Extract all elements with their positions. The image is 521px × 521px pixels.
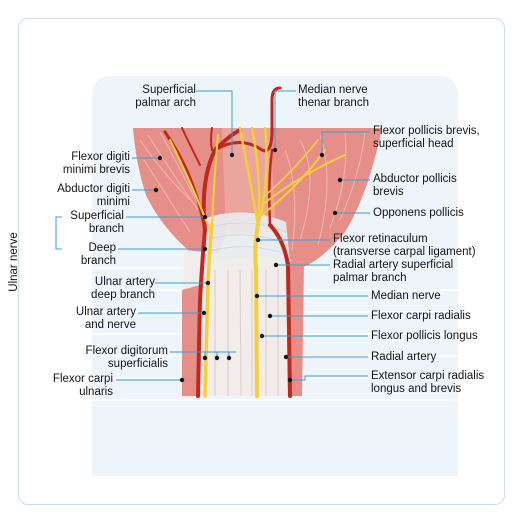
- label-ulnar-artery-deep: Ulnar artery deep branch: [91, 276, 155, 301]
- leader-lines: [55, 90, 370, 381]
- point-flexor-pollicis-longus: [259, 333, 265, 339]
- tendon-lines: [214, 269, 279, 397]
- point-ulnar-artery-deep: [205, 280, 211, 286]
- label-flexor-digitorum: Flexor digitorum superficialis: [85, 345, 168, 370]
- forearm: [182, 250, 304, 396]
- point-abductor-digiti-minimi: [153, 187, 159, 193]
- nerves: [169, 126, 346, 398]
- point-radial-artery: [283, 354, 289, 360]
- label-flexor-pollicis-longus: Flexor pollicis longus: [371, 330, 478, 342]
- label-superficial-palmar-arch: Superficial palmar arch: [135, 84, 196, 109]
- point-deep-branch: [202, 246, 208, 252]
- point-median-nerve-thenar: [272, 147, 278, 153]
- point-flexor-retinaculum: [255, 237, 261, 243]
- point-flexor-carpi-radialis: [267, 313, 273, 319]
- label-superficial-branch: Superficial branch: [70, 210, 124, 235]
- point-flexor-digitorum-2: [214, 355, 220, 361]
- label-ulnar-artery-nerve: Ulnar artery and nerve: [75, 306, 136, 331]
- label-points: [153, 147, 343, 383]
- point-median-nerve: [254, 293, 260, 299]
- point-flexor-digitorum-3: [226, 355, 232, 361]
- point-extensor-carpi-radialis: [287, 377, 293, 383]
- point-ulnar-artery-nerve: [201, 310, 207, 316]
- label-flexor-digiti-minimi: Flexor digiti minimi brevis: [62, 151, 130, 176]
- point-flexor-digitorum-1: [202, 355, 208, 361]
- label-median-nerve: Median nerve: [371, 290, 441, 302]
- point-superficial-palmar-arch: [229, 152, 235, 158]
- ulnar-nerve-label: Ulnar nerve: [8, 232, 20, 292]
- label-abductor-digiti-minimi: Abductor digiti minimi: [57, 183, 130, 208]
- leader-superficial-palmar-arch: [196, 90, 233, 155]
- leader-ulnar-nerve-bracket: [55, 216, 62, 250]
- label-flexor-pollicis-brevis: Flexor pollicis brevis, superficial head: [373, 125, 480, 150]
- label-flexor-carpi-ulnaris: Flexor carpi ulnaris: [52, 373, 113, 398]
- point-abductor-pollicis-brevis: [337, 177, 343, 183]
- label-radial-artery-superficial: Radial artery superficial palmar branch: [333, 259, 454, 284]
- point-flexor-carpi-ulnaris: [179, 377, 185, 383]
- leader-extensor-carpi-radialis: [290, 375, 368, 381]
- label-opponens-pollicis: Opponens pollicis: [373, 207, 464, 219]
- point-flexor-pollicis-brevis: [319, 152, 325, 158]
- leader-median-nerve-thenar: [274, 90, 296, 150]
- label-deep-branch: Deep branch: [80, 242, 116, 267]
- label-radial-artery: Radial artery: [371, 351, 437, 363]
- label-flexor-carpi-radialis: Flexor carpi radialis: [371, 310, 471, 322]
- thenar-muscles: [262, 128, 382, 268]
- label-median-nerve-thenar: Median nerve thenar branch: [298, 84, 369, 109]
- leader-flexor-pollicis-brevis: [321, 131, 370, 155]
- point-superficial-branch: [202, 214, 208, 220]
- label-extensor-carpi-radialis: Extensor carpi radialis longus and brevi…: [371, 370, 485, 395]
- point-radial-artery-superficial: [273, 262, 279, 268]
- point-flexor-digiti-minimi: [157, 155, 163, 161]
- point-opponens-pollicis: [332, 210, 338, 216]
- label-abductor-pollicis-brevis: Abductor pollicis brevis: [373, 173, 457, 198]
- label-flexor-retinaculum: Flexor retinaculum (transverse carpal li…: [333, 233, 476, 258]
